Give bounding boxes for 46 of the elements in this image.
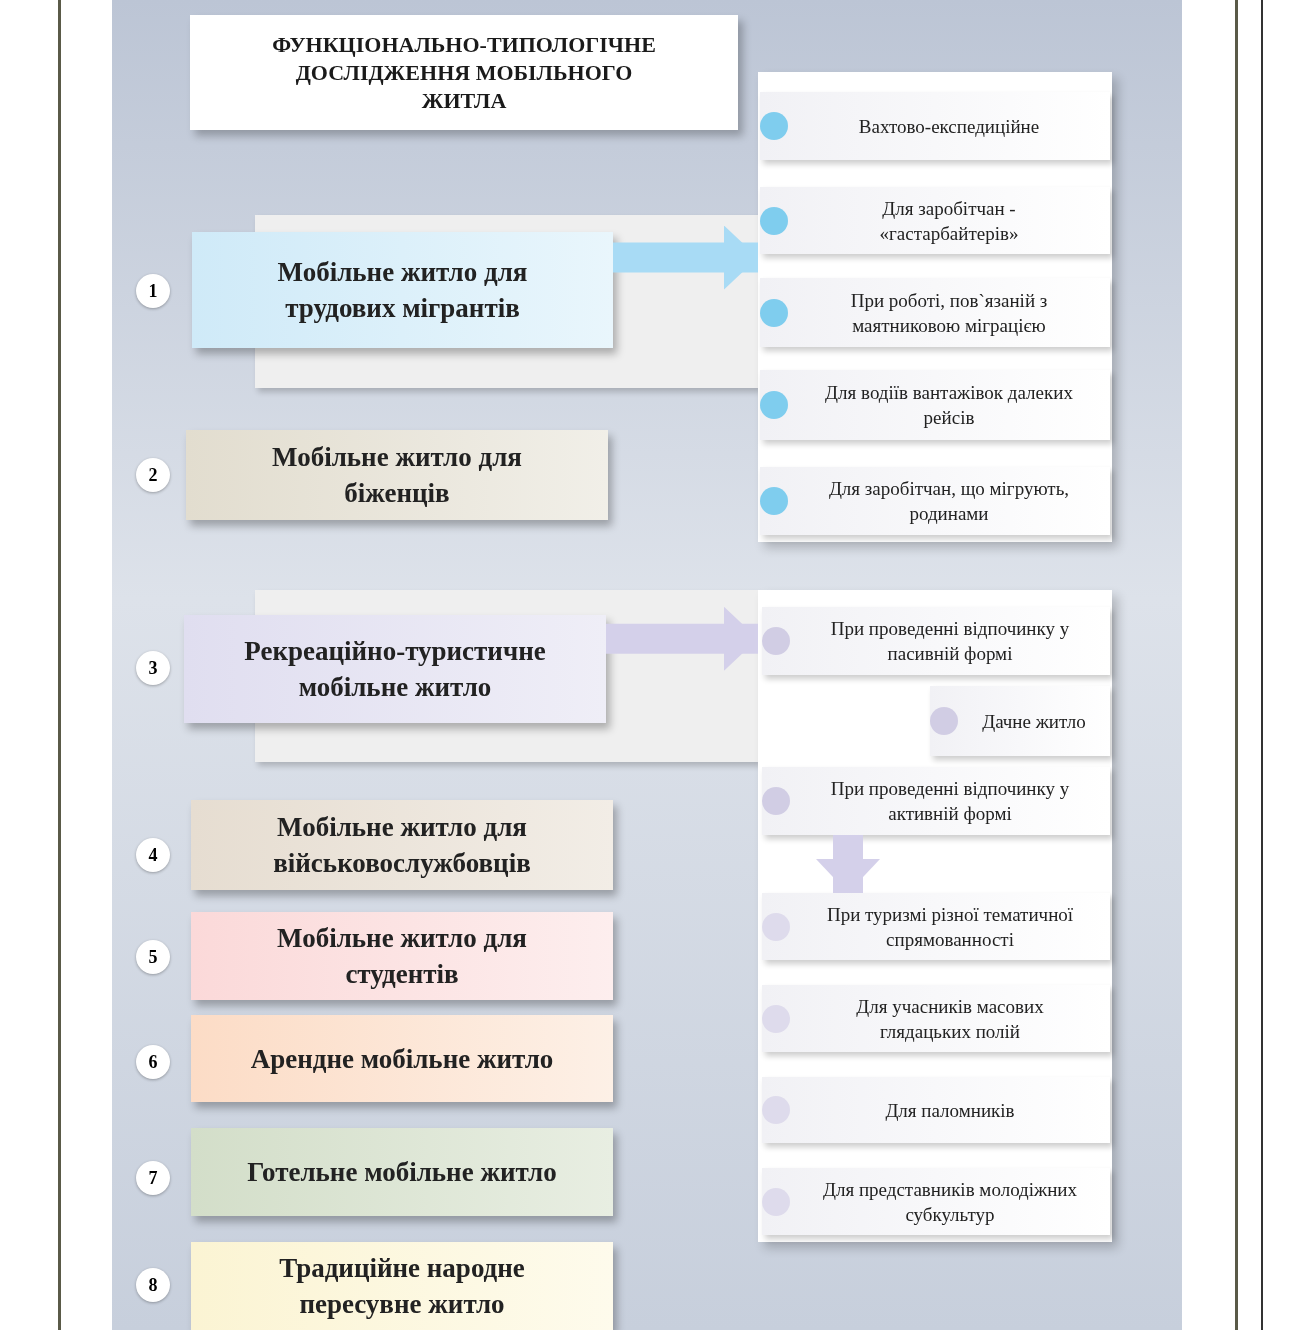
subtype-box bbox=[762, 1168, 1110, 1235]
category-box bbox=[191, 800, 613, 890]
subtype-box bbox=[760, 278, 1110, 347]
item-label: Для заробітчан, що мігрують, родинами bbox=[827, 477, 1071, 526]
category-label: Готельне мобільне житло bbox=[247, 1156, 557, 1189]
subtype-box bbox=[762, 985, 1110, 1052]
item-label: Для заробітчан - «гастарбайтерів» bbox=[878, 196, 1020, 246]
item-label: Для водіїв вантажівок далеких рейсів bbox=[824, 381, 1074, 430]
subtype-box bbox=[762, 607, 1110, 675]
item-label: Для учасників масових глядацьких полій bbox=[855, 994, 1045, 1044]
subtype-box bbox=[760, 467, 1110, 535]
subtype-box bbox=[762, 1077, 1110, 1143]
category-label: Мобільне житло для військовослужбовців bbox=[272, 811, 532, 880]
category-box bbox=[186, 430, 608, 520]
subtype-box bbox=[760, 187, 1110, 254]
column-panel bbox=[758, 590, 1112, 1242]
item-label: Для паломників bbox=[885, 1098, 1015, 1123]
diagram-title: ФУНКЦІОНАЛЬНО-ТИПОЛОГІЧНЕ ДОСЛІДЖЕННЯ МОБІЛЬНОГО ЖИТЛА bbox=[271, 30, 657, 115]
category-label: Традиційне народне пересувне житло bbox=[278, 1252, 526, 1321]
category-box bbox=[191, 1015, 613, 1102]
category-box bbox=[192, 232, 613, 348]
item-label: Для представників молодіжних субкультур bbox=[822, 1177, 1078, 1227]
subtype-box bbox=[760, 370, 1110, 440]
block-arrow bbox=[613, 225, 758, 290]
category-label: Мобільне житло для студентів bbox=[276, 922, 528, 991]
item-label: При проведенні відпочинку у пасивній формі bbox=[829, 617, 1071, 666]
item-label: При роботі, пов`язаній з маятниковою міграцією bbox=[849, 288, 1049, 338]
category-box bbox=[191, 912, 613, 1000]
item-label: При проведенні відпочинку у активній формі bbox=[829, 777, 1071, 826]
item-label: При туризмі різної тематичної спрямованності bbox=[825, 902, 1075, 952]
category-box bbox=[191, 1128, 613, 1216]
block-arrow bbox=[816, 835, 880, 893]
category-label: Арендне мобільне житло bbox=[250, 1042, 554, 1076]
item-label: Дачне житло bbox=[982, 709, 1086, 734]
category-box bbox=[191, 1242, 613, 1330]
category-label: Мобільне житло для біженців bbox=[271, 441, 523, 510]
block-arrow bbox=[606, 606, 758, 671]
subtype-box bbox=[760, 92, 1110, 160]
subtype-box bbox=[762, 893, 1110, 960]
item-label: Вахтово-експедиційне bbox=[858, 114, 1040, 139]
column-panel bbox=[758, 72, 1112, 542]
category-box bbox=[184, 615, 606, 723]
subtype-box bbox=[930, 686, 1110, 756]
category-label: Рекреаційно-туристичне мобільне житло bbox=[243, 635, 547, 704]
category-label: Мобільне житло для трудових мігрантів bbox=[276, 256, 529, 325]
subtype-box bbox=[762, 767, 1110, 835]
